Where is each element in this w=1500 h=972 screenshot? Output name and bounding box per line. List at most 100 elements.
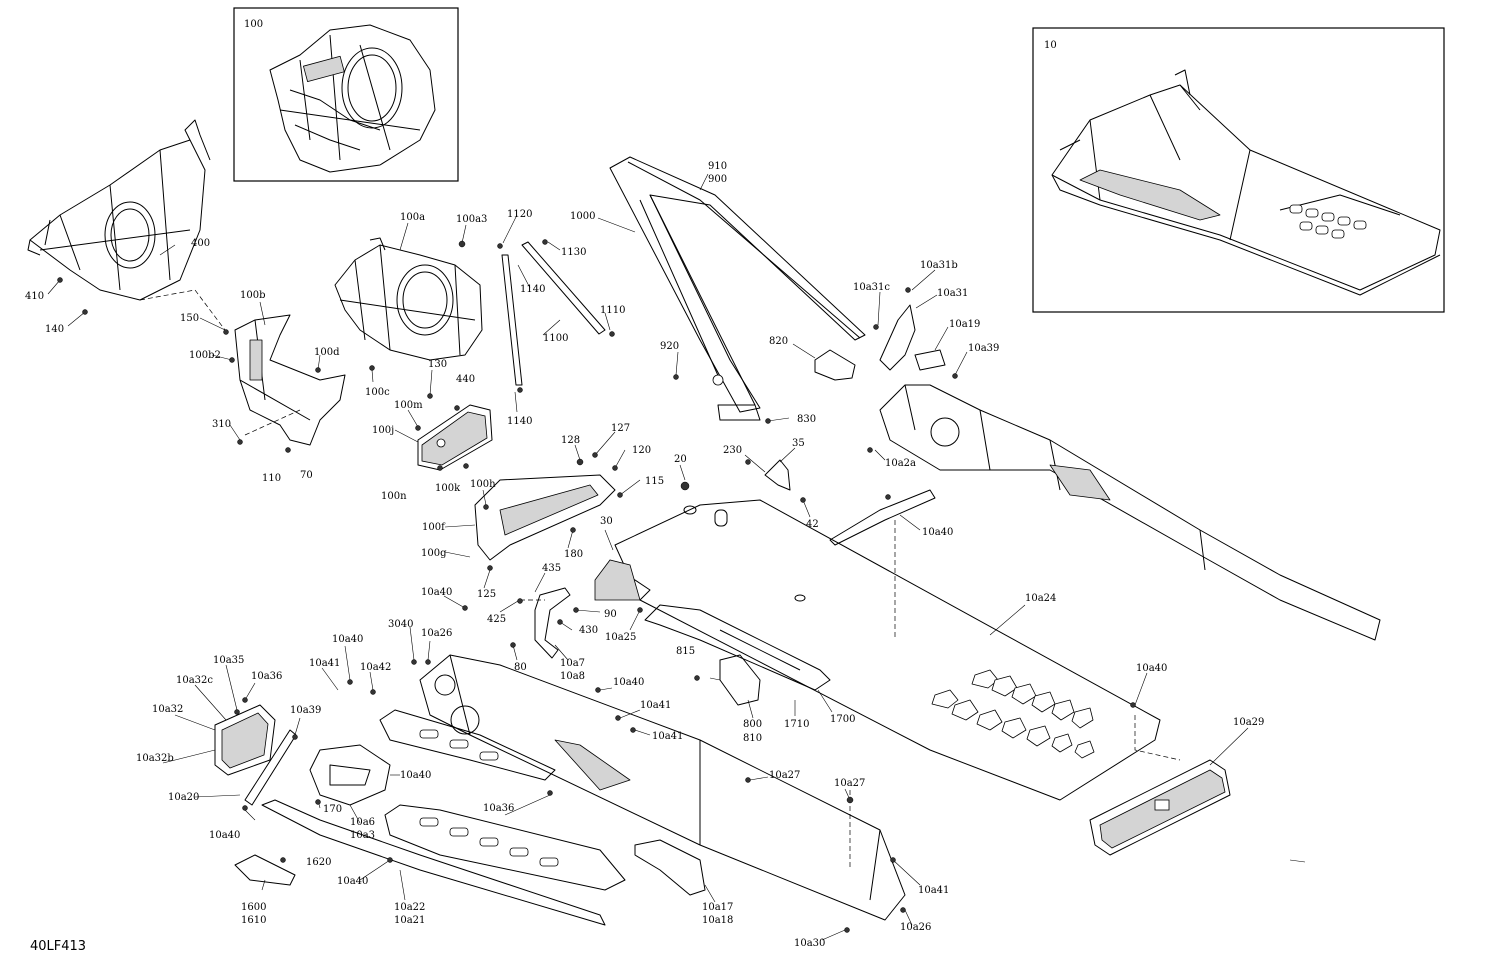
label-10a31b: 10a31b	[920, 260, 958, 271]
label-1710: 1710	[784, 719, 809, 730]
bracket-100f	[474, 474, 616, 561]
label-920: 920	[660, 341, 679, 352]
label-10a40-brace: 10a40	[922, 527, 953, 538]
label-10a40-brace-left: 10a40	[209, 830, 240, 841]
label-3040: 3040	[388, 619, 413, 630]
part-labels: 400 410 140 150 100b 100b2 100d 100c 100…	[25, 161, 1264, 949]
plate-800	[719, 654, 761, 706]
label-10a6: 10a6	[350, 817, 375, 828]
label-10a20: 10a20	[168, 792, 199, 803]
label-10a41-mid: 10a41	[640, 700, 671, 711]
label-170: 170	[323, 804, 342, 815]
label-10a8: 10a8	[560, 671, 585, 682]
label-820: 820	[769, 336, 788, 347]
label-1620: 1620	[306, 857, 331, 868]
label-30: 30	[600, 516, 613, 527]
label-1100: 1100	[543, 333, 568, 344]
label-425: 425	[487, 614, 506, 625]
label-10a32b: 10a32b	[136, 753, 174, 764]
label-110: 110	[262, 473, 281, 484]
label-180: 180	[564, 549, 583, 560]
label-410: 410	[25, 291, 44, 302]
label-1700: 1700	[830, 714, 855, 725]
label-10a2a: 10a2a	[885, 458, 916, 469]
label-10a24: 10a24	[1025, 593, 1056, 604]
bracket-10a7	[534, 587, 571, 659]
label-120: 120	[632, 445, 651, 456]
label-10a27-left: 10a27	[769, 770, 800, 781]
label-10a40-rear: 10a40	[1136, 663, 1167, 674]
label-115: 115	[645, 476, 664, 487]
label-90: 90	[604, 609, 617, 620]
label-10a17: 10a17	[702, 902, 733, 913]
label-10a3: 10a3	[350, 830, 375, 841]
label-1130: 1130	[561, 247, 586, 258]
label-10a40-mid: 10a40	[613, 677, 644, 688]
label-100h: 100h	[470, 479, 496, 490]
label-830: 830	[797, 414, 816, 425]
bracket-10a31	[879, 304, 946, 371]
label-100k: 100k	[435, 483, 461, 494]
label-435: 435	[542, 563, 561, 574]
label-910: 910	[708, 161, 727, 172]
frame-100a	[334, 237, 483, 361]
label-35: 35	[792, 438, 805, 449]
label-100m: 100m	[394, 400, 423, 411]
label-230: 230	[723, 445, 742, 456]
label-10a27-right: 10a27	[834, 778, 865, 789]
label-1610: 1610	[241, 915, 266, 926]
label-10a26-front: 10a26	[421, 628, 452, 639]
diagram-code: 40LF413	[30, 939, 86, 954]
label-100f: 100f	[422, 522, 446, 533]
label-1120: 1120	[507, 209, 532, 220]
label-100d: 100d	[314, 347, 340, 358]
label-10a7: 10a7	[560, 658, 585, 669]
label-100b2: 100b2	[189, 350, 221, 361]
label-800: 800	[743, 719, 762, 730]
struts-1100	[497, 239, 615, 393]
part-30	[594, 559, 641, 601]
label-10a40-front: 10a40	[421, 587, 452, 598]
label-42: 42	[806, 519, 819, 530]
label-130: 130	[428, 359, 447, 370]
label-10a41-lower: 10a41	[652, 731, 683, 742]
label-10a25: 10a25	[605, 632, 636, 643]
tunnel-panel-10a24	[614, 499, 1161, 801]
assembly-lines	[139, 289, 1181, 870]
inset-100-label: 100	[244, 19, 263, 30]
label-1600: 1600	[241, 902, 266, 913]
label-140: 140	[45, 324, 64, 335]
bracket-100b	[234, 314, 346, 446]
label-810: 810	[743, 733, 762, 744]
rail-1700	[644, 604, 831, 691]
label-10a39-top: 10a39	[968, 343, 999, 354]
label-1000: 1000	[570, 211, 595, 222]
left-side-rail	[419, 654, 906, 921]
inset-10: 10	[1032, 27, 1445, 313]
footrest-lower	[384, 804, 626, 891]
label-20: 20	[674, 454, 687, 465]
fasteners	[57, 240, 1136, 933]
label-100n: 100n	[381, 491, 407, 502]
label-10a35: 10a35	[213, 655, 244, 666]
leader-lines	[47, 173, 1306, 941]
label-900: 900	[708, 174, 727, 185]
label-1140-top: 1140	[520, 284, 545, 295]
label-10a18: 10a18	[702, 915, 733, 926]
label-10a22: 10a22	[394, 902, 425, 913]
footrest-10a36	[379, 709, 556, 781]
inset-100: 100	[233, 7, 459, 182]
label-128: 128	[561, 435, 580, 446]
label-10a32c: 10a32c	[176, 675, 213, 686]
bracket-10a17	[634, 839, 706, 896]
label-10a41-rear: 10a41	[918, 885, 949, 896]
label-10a32: 10a32	[152, 704, 183, 715]
cross-brace-10a40	[829, 489, 936, 546]
label-10a36-top: 10a36	[251, 671, 282, 682]
bracket-1600	[234, 854, 296, 886]
label-127: 127	[611, 423, 630, 434]
bracket-35	[764, 459, 791, 491]
label-100c: 100c	[365, 387, 390, 398]
label-125: 125	[477, 589, 496, 600]
